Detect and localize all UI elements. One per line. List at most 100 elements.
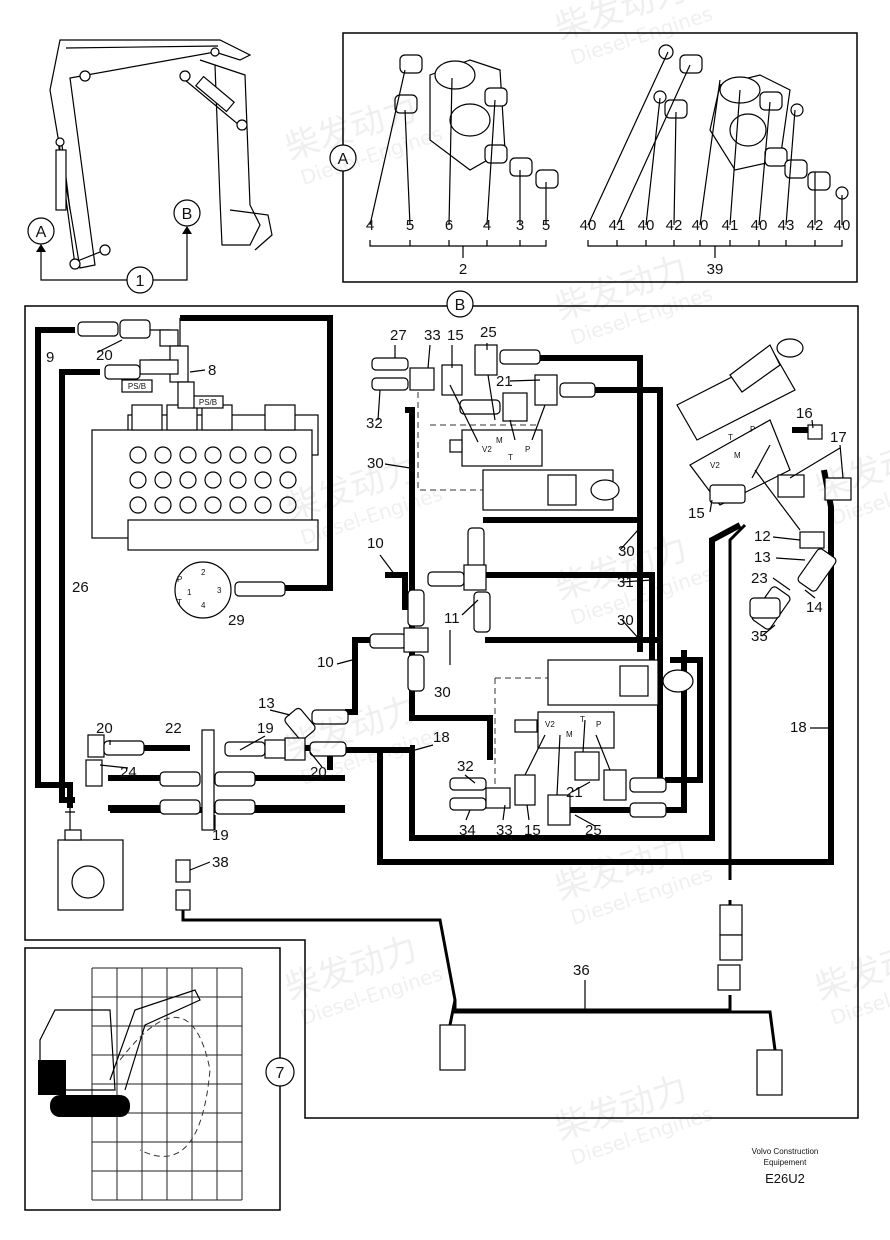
pn-16: 16: [796, 405, 813, 422]
cyl-port-p: P: [750, 425, 755, 434]
upper-port-p: P: [525, 445, 530, 454]
control-valve-block: PS/B PS/B: [77, 318, 319, 551]
pn-34: 34: [459, 822, 476, 839]
detail-a2-label-4: 42: [666, 217, 683, 234]
pn-33-bottom: 33: [496, 822, 513, 839]
dial-t: T: [177, 598, 182, 607]
detail-a2-label-10: 40: [834, 217, 851, 234]
pn-30-c: 30: [617, 612, 634, 629]
valve-spool: [179, 446, 197, 464]
hose-lines: [35, 315, 834, 865]
valve-spool: [279, 471, 297, 489]
detail-b-callout-label: B: [455, 297, 466, 314]
valve-spool: [204, 446, 222, 464]
detail-a2-label-3: 40: [638, 217, 655, 234]
detail-a-label-2: 5: [406, 217, 414, 234]
detail-a-label-3: 6: [445, 217, 453, 234]
valve-spool: [129, 471, 147, 489]
valve-spool: [279, 446, 297, 464]
detail-a-label-1: 4: [366, 217, 374, 234]
valve-spool: [154, 471, 172, 489]
pn-30-d: 30: [434, 684, 451, 701]
pn-13-right: 13: [754, 549, 771, 566]
detail-a2-label-8: 43: [778, 217, 795, 234]
pn-9: 9: [46, 349, 54, 366]
dial-1: 1: [187, 588, 192, 597]
pn-25-bottom: 25: [585, 822, 602, 839]
pn-32-top: 32: [366, 415, 383, 432]
lower-port-m: M: [566, 730, 573, 739]
detail-a2-label-9: 42: [807, 217, 824, 234]
detail-a2-label-6: 41: [722, 217, 739, 234]
detail-a2-label-1: 40: [580, 217, 597, 234]
pn-13-mid: 13: [258, 695, 275, 712]
pn-36: 36: [573, 962, 590, 979]
dial-2: 2: [201, 568, 206, 577]
detail-a-callout-circle: [329, 144, 357, 172]
electrical-wiring: [175, 523, 783, 1096]
tank: [57, 806, 124, 911]
pn-15-right: 15: [688, 505, 705, 522]
callout-a-label: A: [36, 224, 47, 241]
cyl-port-v2: V2: [710, 461, 720, 470]
pn-15-bottom: 15: [524, 822, 541, 839]
valve-spool: [179, 471, 197, 489]
upper-port-t: T: [508, 453, 513, 462]
callout-b-label: B: [182, 206, 193, 223]
pn-23: 23: [751, 570, 768, 587]
valve-spool: [279, 496, 297, 514]
upper-port-m: M: [496, 436, 503, 445]
pn-33-top: 33: [424, 327, 441, 344]
valve-spool: [154, 496, 172, 514]
pn-17: 17: [830, 429, 847, 446]
dial-p: P: [177, 575, 182, 584]
bucket-link-left: [394, 54, 559, 189]
detail-a-assembly: 2: [459, 261, 467, 278]
cyl-port-t: T: [728, 433, 733, 442]
pn-8: 8: [208, 362, 216, 379]
pn-19-bottom: 19: [212, 827, 229, 844]
callout-7-label: 7: [276, 1065, 285, 1082]
pn-22: 22: [165, 720, 182, 737]
pn-12: 12: [754, 528, 771, 545]
pn-15-top: 15: [447, 327, 464, 344]
pn-10-a: 10: [367, 535, 384, 552]
pilot-port-dial: P T 1 2 3 4: [174, 561, 286, 619]
detail-b-callout-circle: [446, 290, 474, 318]
pn-20-top: 20: [96, 347, 113, 364]
cyl-port-m: M: [734, 451, 741, 460]
callout-7-circle: [265, 1057, 295, 1087]
detail-a-label-6: 5: [542, 217, 550, 234]
drawing-code: E26U2: [765, 1171, 805, 1186]
lower-port-p: P: [596, 720, 601, 729]
detail-b-frame: [24, 305, 859, 1119]
valve-spool: [129, 496, 147, 514]
valve-spool: [154, 446, 172, 464]
boom-arm-overview: [49, 39, 273, 270]
detail-a-callout-label: A: [338, 151, 349, 168]
pn-32-bottom: 32: [457, 758, 474, 775]
footer-company-line2: Equipement: [764, 1158, 807, 1167]
pn-14: 14: [806, 599, 823, 616]
pn-18-right: 18: [790, 719, 807, 736]
valve-spool: [229, 471, 247, 489]
pn-21-top: 21: [496, 373, 513, 390]
part-number-labels: 8 9 20 26 29 27 33 15 25 21 32 30 30 31 …: [46, 324, 847, 1010]
pn-29: 29: [228, 612, 245, 629]
valve-spool: [179, 496, 197, 514]
psb-tag-right: PS/B: [199, 398, 217, 407]
pn-25-top: 25: [480, 324, 497, 341]
pn-27: 27: [390, 327, 407, 344]
valve-spool: [204, 471, 222, 489]
valve-spool: [254, 471, 272, 489]
pn-11: 11: [444, 610, 460, 627]
pn-20-mid: 20: [96, 720, 113, 737]
callout-1-label: 1: [136, 273, 145, 290]
pn-21-bottom: 21: [566, 784, 583, 801]
detail-a2-label-7: 40: [751, 217, 768, 234]
pn-30-a: 30: [367, 455, 384, 472]
dial-4: 4: [201, 601, 206, 610]
pn-20-right: 20: [310, 764, 327, 781]
pn-31: 31: [617, 574, 634, 591]
